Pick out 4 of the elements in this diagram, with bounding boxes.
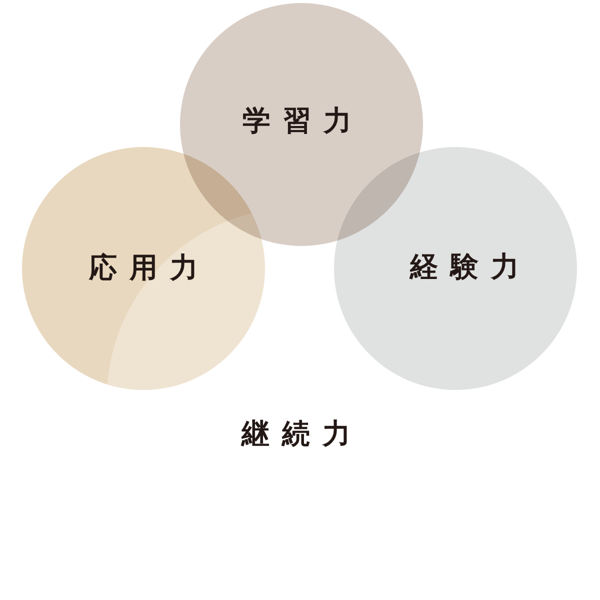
venn-label: 経験力 [410,253,520,281]
venn-label: 応用力 [88,254,198,282]
venn-label: 学習力 [242,107,352,135]
venn-label: 継続力 [241,420,351,448]
